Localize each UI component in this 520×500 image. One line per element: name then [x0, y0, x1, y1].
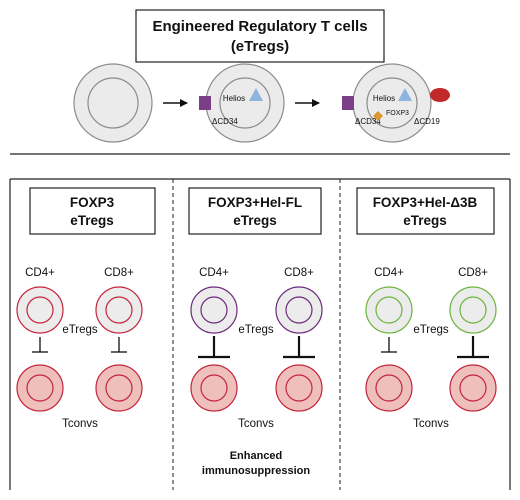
panel-title-line-2: eTregs	[70, 213, 114, 228]
dcd19-label: ΔCD19	[414, 117, 440, 126]
panel-title-box	[188, 187, 322, 235]
cd4-tconv-cell	[190, 364, 238, 412]
panel-title-box	[29, 187, 156, 235]
tconvs-label: Tconvs	[62, 418, 98, 430]
helios-triangle-icon	[249, 88, 263, 101]
panel-title-line-1: FOXP3	[70, 195, 115, 210]
panel-frame	[9, 178, 511, 490]
foxp3-label: FOXP3	[386, 110, 409, 117]
cd4-label: CD4+	[199, 267, 229, 279]
panel-foxp3-hel-fl: FOXP3+Hel-FL eTregs CD4+ CD8+ eTregs	[188, 187, 323, 477]
etregs-label: eTregs	[62, 324, 98, 336]
helios-label: Helios	[373, 94, 395, 103]
suppression-bar	[283, 336, 315, 359]
panel-title-line-2: eTregs	[403, 213, 447, 228]
panel-foxp3-hel-d3b: FOXP3+Hel-Δ3B eTregs CD4+ CD8+ eTregs	[356, 187, 497, 430]
dcd34-label: ΔCD34	[212, 117, 238, 126]
suppression-bar	[198, 336, 230, 359]
cd4-label: CD4+	[25, 267, 55, 279]
cd19-marker	[430, 88, 450, 102]
cd4-etreg-cell	[190, 286, 238, 334]
cd8-etreg-cell	[275, 286, 323, 334]
cd8-tconv-cell	[95, 364, 143, 412]
helios-triangle-icon	[398, 88, 412, 101]
cd4-etreg-cell	[16, 286, 64, 334]
engineered-cell: ΔCD34 Helios FOXP3 ΔCD19	[342, 63, 450, 143]
cd8-tconv-cell	[449, 364, 497, 412]
title-line-2: (eTregs)	[231, 38, 289, 55]
helios-label: Helios	[223, 94, 245, 103]
suppression-bar	[32, 337, 48, 353]
title-line-1: Engineered Regulatory T cells	[152, 18, 367, 35]
tconvs-label: Tconvs	[238, 418, 274, 430]
dcd34-label: ΔCD34	[355, 117, 381, 126]
suppression-bar	[381, 337, 397, 353]
cd8-tconv-cell	[275, 364, 323, 412]
panel-title-box	[356, 187, 495, 235]
footnote-line-2: immunosuppression	[202, 465, 310, 477]
top-cell-row: ΔCD34 Helios ΔCD34 Helios FOXP3 ΔCD19	[73, 63, 450, 143]
etregs-label: eTregs	[413, 324, 449, 336]
cd4-label: CD4+	[374, 267, 404, 279]
cd34-marker	[199, 96, 211, 110]
cd8-etreg-cell	[449, 286, 497, 334]
cd34-marker	[342, 96, 354, 110]
cd8-label: CD8+	[284, 267, 314, 279]
etregs-label: eTregs	[238, 324, 274, 336]
cd4-tconv-cell	[365, 364, 413, 412]
helios-cell: ΔCD34 Helios	[199, 63, 285, 143]
cd4-tconv-cell	[16, 364, 64, 412]
panel-title-line-2: eTregs	[233, 213, 277, 228]
cd8-label: CD8+	[458, 267, 488, 279]
title-box: Engineered Regulatory T cells (eTregs)	[135, 9, 385, 63]
cd8-label: CD8+	[104, 267, 134, 279]
cd4-etreg-cell	[365, 286, 413, 334]
foxp3-diamond-icon	[373, 111, 383, 121]
plain-cell	[73, 63, 153, 143]
cd8-etreg-cell	[95, 286, 143, 334]
suppression-bar	[111, 337, 127, 353]
panel-title-line-1: FOXP3+Hel-FL	[208, 195, 302, 210]
suppression-bar	[457, 336, 489, 359]
tconvs-label: Tconvs	[413, 418, 449, 430]
panel-title-line-1: FOXP3+Hel-Δ3B	[373, 195, 478, 210]
footnote-line-1: Enhanced	[230, 450, 283, 462]
panel-foxp3: FOXP3 eTregs CD4+ CD8+ eTregs Tconvs	[16, 187, 156, 430]
